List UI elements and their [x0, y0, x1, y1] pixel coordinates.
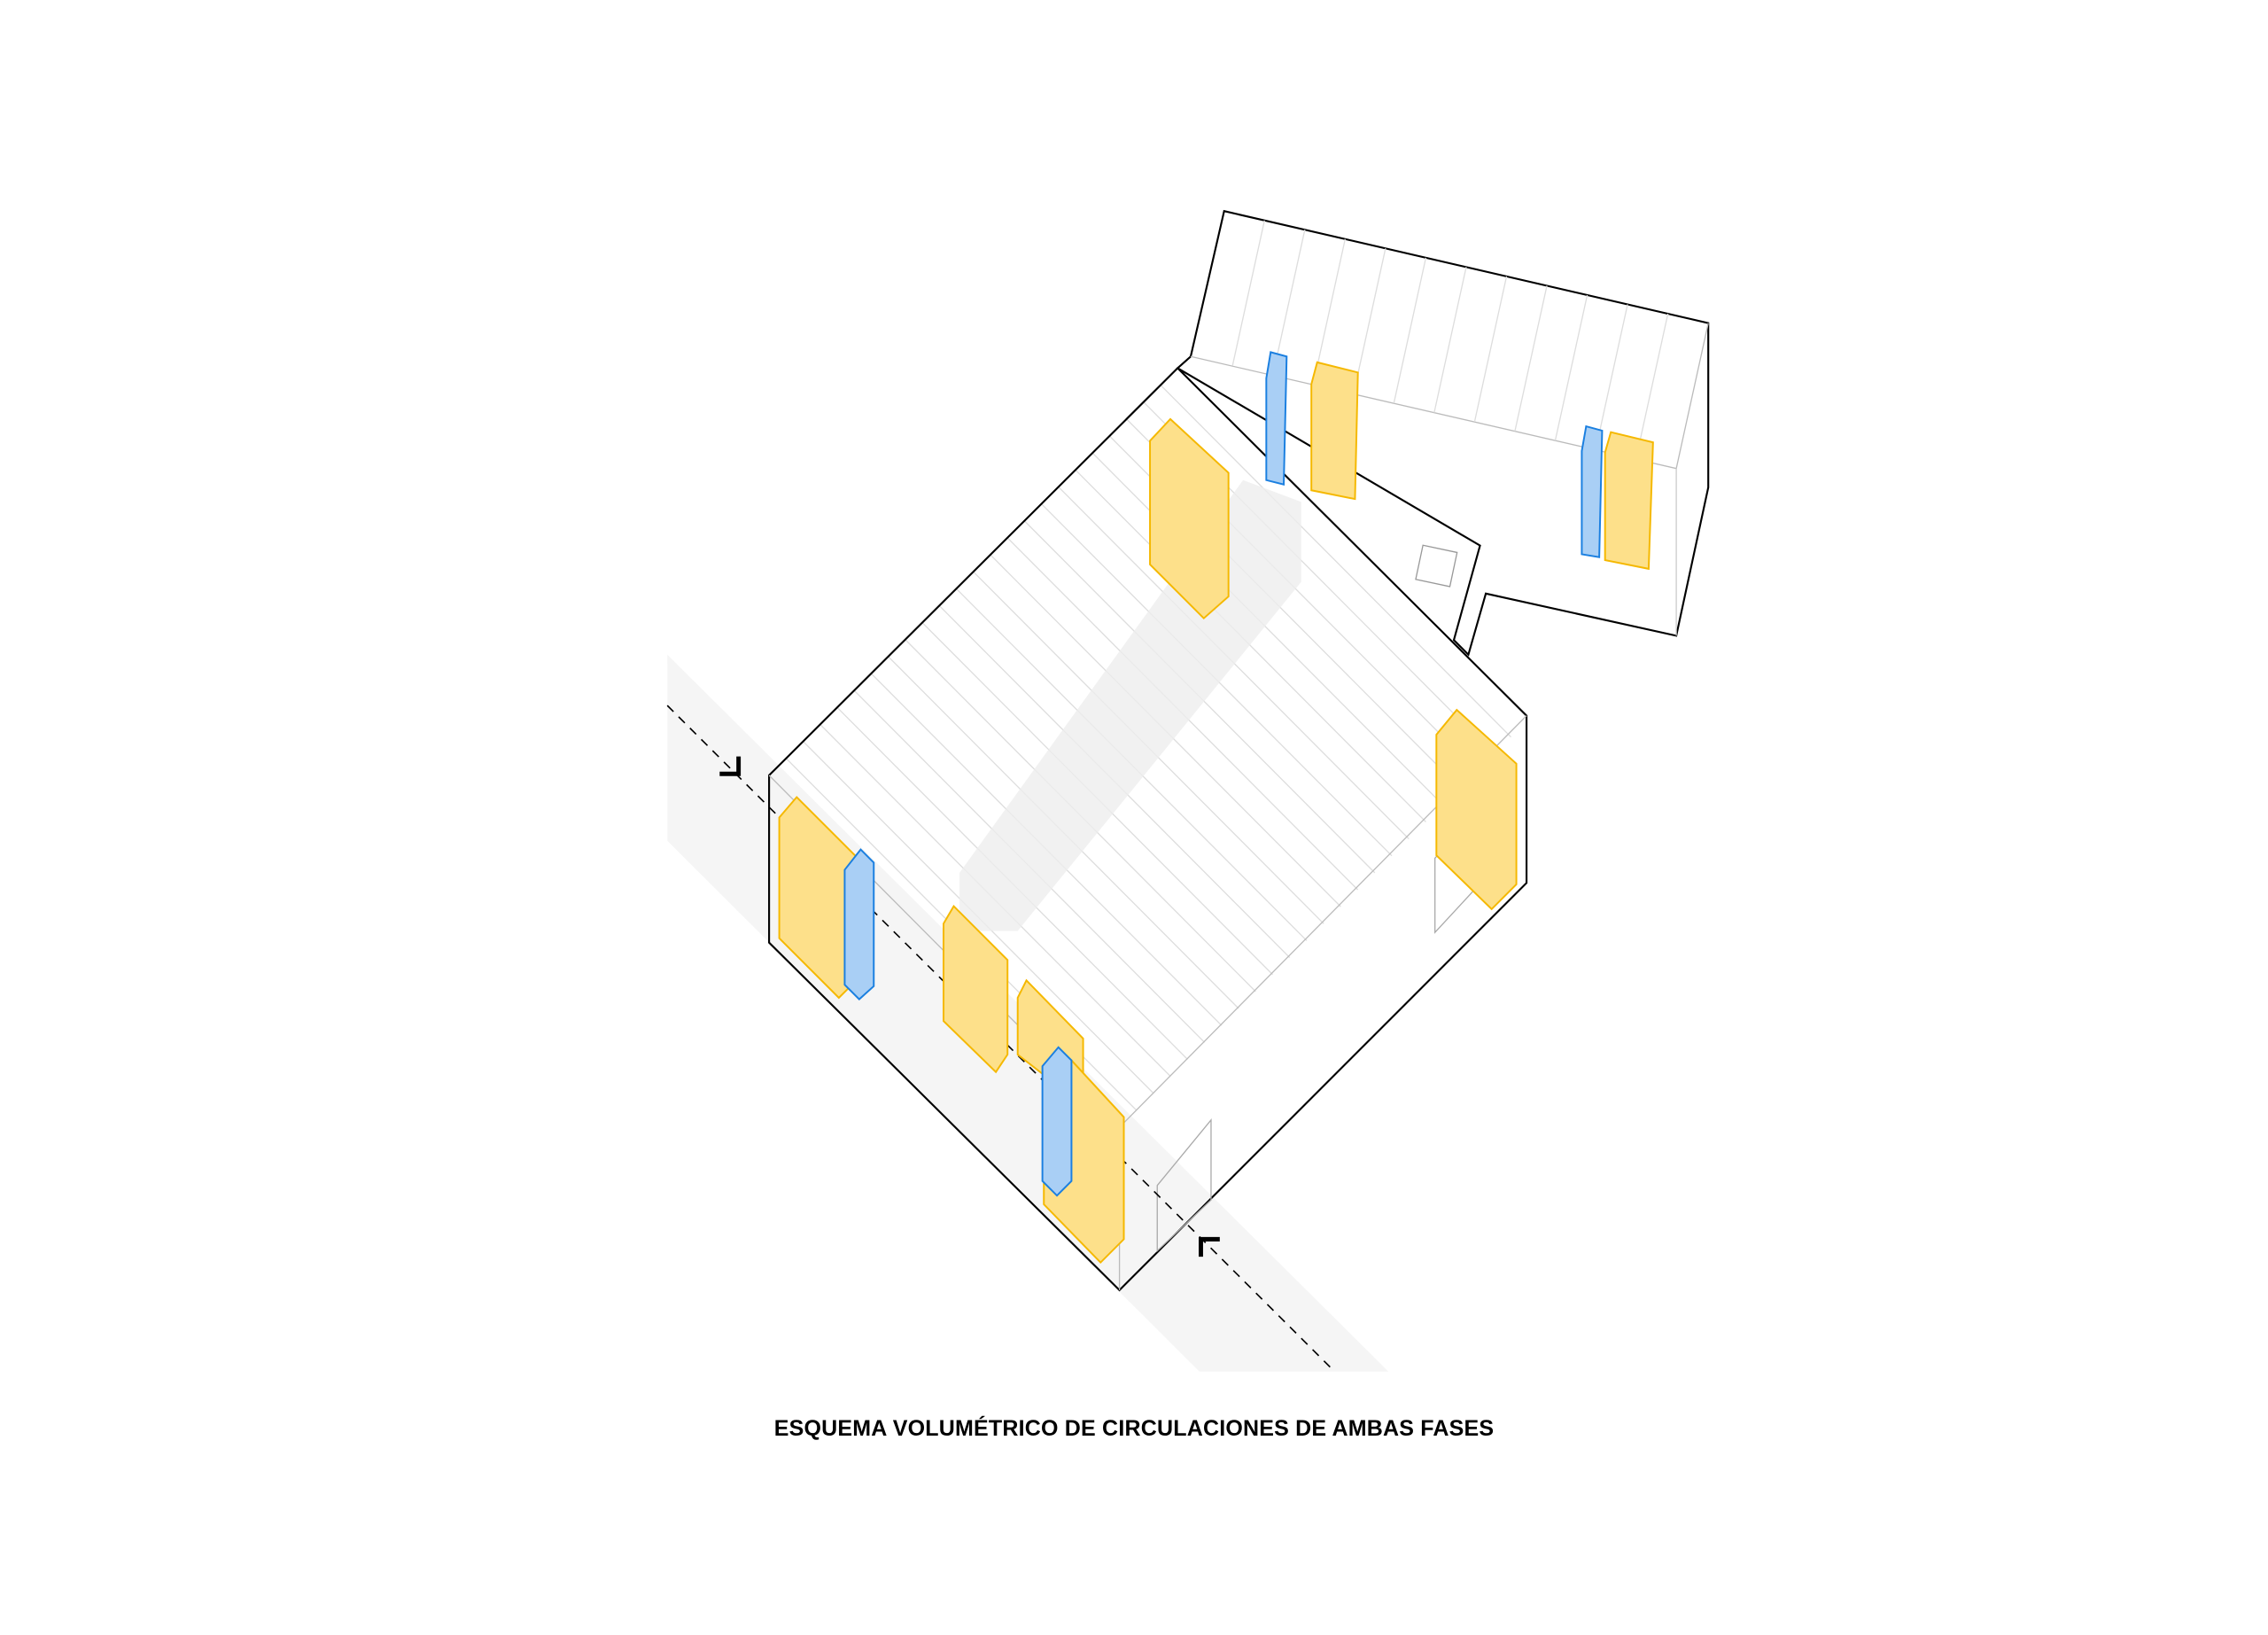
stair-core	[1604, 431, 1654, 571]
roof-rib	[1554, 294, 1588, 441]
roof-rib	[1272, 230, 1306, 376]
elevator-core	[1041, 1046, 1073, 1197]
elevator-core	[1581, 424, 1604, 558]
central-aisle	[959, 479, 1301, 931]
roof-rib	[1231, 220, 1265, 366]
section-marker-top	[719, 756, 742, 776]
roof-rib	[1473, 276, 1508, 423]
roof-rib	[1312, 238, 1347, 385]
skylight	[1415, 544, 1458, 588]
rear-roof-ribs	[1231, 220, 1669, 460]
elevator-core	[843, 848, 875, 1000]
stair-cores	[778, 361, 1654, 1265]
elevator-cores	[843, 351, 1604, 1197]
rear-block-outline	[1176, 209, 1710, 657]
diagram-caption: ESQUEMA VOLUMÉTRICO DE CIRCULACIONES DE …	[773, 1416, 1495, 1441]
roof-rib	[1635, 313, 1669, 460]
roof-rib	[1433, 267, 1467, 413]
roof-rib	[1393, 257, 1427, 404]
roof-rib	[1075, 469, 1426, 822]
stair-core	[1149, 417, 1230, 620]
door	[1156, 1118, 1212, 1253]
stair-core	[1310, 361, 1359, 501]
roof-rib	[1514, 285, 1548, 432]
roof-rib	[1595, 304, 1628, 450]
stair-core	[1435, 708, 1518, 911]
roof-rib	[1353, 248, 1386, 394]
section-marker-bottom	[1199, 1236, 1220, 1257]
elevator-core	[1265, 351, 1288, 486]
roof-rib	[1160, 385, 1511, 738]
stair-core	[943, 905, 1009, 1074]
